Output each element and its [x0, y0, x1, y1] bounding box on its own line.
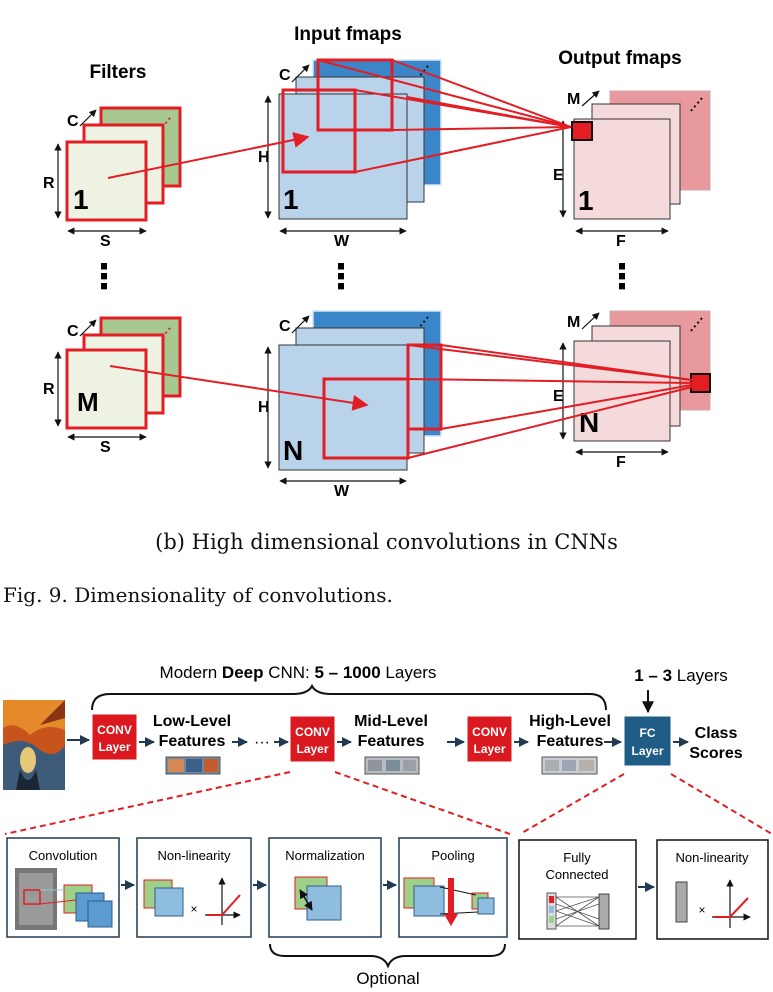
svg-text:Pooling: Pooling [431, 848, 474, 863]
input-image [3, 700, 65, 790]
layers-brace [91, 683, 607, 711]
svg-text:Features: Features [358, 733, 425, 750]
svg-text:S: S [100, 233, 111, 250]
svg-text:Features: Features [537, 733, 604, 750]
svg-text:Normalization: Normalization [285, 848, 364, 863]
class-scores: Class Scores [689, 725, 742, 762]
filter-dims-m: C R S [43, 319, 147, 456]
svg-text:Fully: Fully [563, 850, 591, 865]
filter-stack-1: 1 [65, 106, 182, 222]
svg-text:CONV: CONV [295, 725, 330, 739]
svg-text:×: × [698, 903, 705, 917]
filter-index: 1 [73, 184, 89, 215]
conv-layer-1: CONV Layer [91, 713, 138, 761]
svg-text:R: R [43, 381, 55, 398]
svg-text:C: C [67, 323, 79, 340]
output-fmaps-title: Output fmaps [558, 48, 682, 69]
input-stack-n: N [278, 310, 443, 471]
svg-text:Non-linearity: Non-linearity [676, 850, 749, 865]
zoom-lines [4, 771, 773, 835]
svg-text:W: W [334, 233, 350, 250]
svg-text:Convolution: Convolution [29, 848, 98, 863]
svg-text:Features: Features [159, 733, 226, 750]
svg-text:CONV: CONV [472, 725, 507, 739]
output-dims-1: M E F [553, 90, 669, 250]
svg-text:×: × [190, 902, 197, 916]
input-index: 1 [283, 184, 299, 215]
input-fmaps-title: Input fmaps [294, 24, 402, 45]
stage-nonlinearity: Non-linearity × [136, 837, 252, 938]
stage-normalization: Normalization [268, 837, 382, 938]
svg-text:C: C [279, 67, 291, 84]
stage-fc-nonlinearity: Non-linearity × [656, 839, 769, 940]
conv-layer-2: CONV Layer [289, 715, 336, 763]
svg-text:W: W [334, 483, 350, 500]
input-index-n: N [283, 435, 303, 466]
svg-text:E: E [553, 167, 564, 184]
svg-text:F: F [616, 233, 626, 250]
svg-text:S: S [100, 439, 111, 456]
ellipsis-layers: ··· [254, 734, 270, 751]
svg-text:R: R [43, 175, 55, 192]
input-dims-1: C H W [258, 64, 407, 250]
connections-row-2 [109, 344, 693, 459]
optional-brace [269, 943, 506, 969]
conv-layer-3: CONV Layer [466, 715, 513, 763]
filter-dims-1: C R S [43, 109, 147, 250]
svg-text:Mid-Level: Mid-Level [354, 713, 428, 730]
ellipsis-input: ⋮ [324, 258, 358, 296]
output-stack-n: N [573, 310, 711, 442]
output-stack-1: 1 [571, 90, 711, 220]
optional-label: Optional [356, 969, 419, 988]
svg-text:Layer: Layer [98, 740, 130, 754]
fc-layer: FC Layer [623, 715, 672, 767]
svg-text:Scores: Scores [689, 745, 742, 762]
svg-text:Class: Class [695, 725, 738, 742]
svg-text:FC: FC [640, 726, 656, 740]
stage-convolution: Convolution [6, 837, 120, 938]
output-dims-n: M E F [553, 312, 669, 471]
svg-text:Layer: Layer [473, 742, 505, 756]
svg-text:M: M [567, 91, 580, 108]
svg-text:High-Level: High-Level [529, 713, 611, 730]
svg-text:C: C [67, 113, 79, 130]
svg-text:CONV: CONV [97, 723, 132, 737]
svg-text:C: C [279, 318, 291, 335]
svg-text:H: H [258, 399, 270, 416]
svg-text:Layer: Layer [296, 742, 328, 756]
filter-index-m: M [77, 387, 99, 417]
svg-text:H: H [258, 149, 270, 166]
connections-row-1 [107, 59, 572, 179]
subfigure-caption: (b) High dimensional convolutions in CNN… [155, 530, 618, 554]
input-dims-n: C H W [258, 315, 407, 500]
svg-text:Layer: Layer [631, 744, 663, 758]
output-index: 1 [578, 185, 594, 216]
mid-level-features: Mid-Level Features [354, 713, 428, 775]
fc-count-label: 1 – 3 Layers [634, 666, 728, 685]
svg-text:M: M [567, 314, 580, 331]
ellipsis-filters: ⋮ [87, 258, 121, 296]
svg-text:F: F [616, 454, 626, 471]
svg-text:Non-linearity: Non-linearity [158, 848, 231, 863]
low-level-features: Low-Level Features [153, 713, 231, 775]
svg-text:Connected: Connected [546, 867, 609, 882]
input-stack-1: 1 [278, 58, 442, 220]
stage-fully-connected: Fully Connected [518, 839, 637, 940]
stage-pooling: Pooling [398, 837, 508, 938]
filter-stack-m: M [65, 316, 182, 430]
ellipsis-output: ⋮ [605, 258, 639, 296]
svg-text:Low-Level: Low-Level [153, 713, 231, 730]
brace-label: Modern Deep CNN: 5 – 1000 Layers [160, 663, 437, 682]
high-level-features: High-Level Features [529, 713, 611, 775]
filters-title: Filters [89, 62, 146, 83]
figure-caption: Fig. 9. Dimensionality of convolutions. [3, 583, 393, 607]
svg-text:E: E [553, 388, 564, 405]
